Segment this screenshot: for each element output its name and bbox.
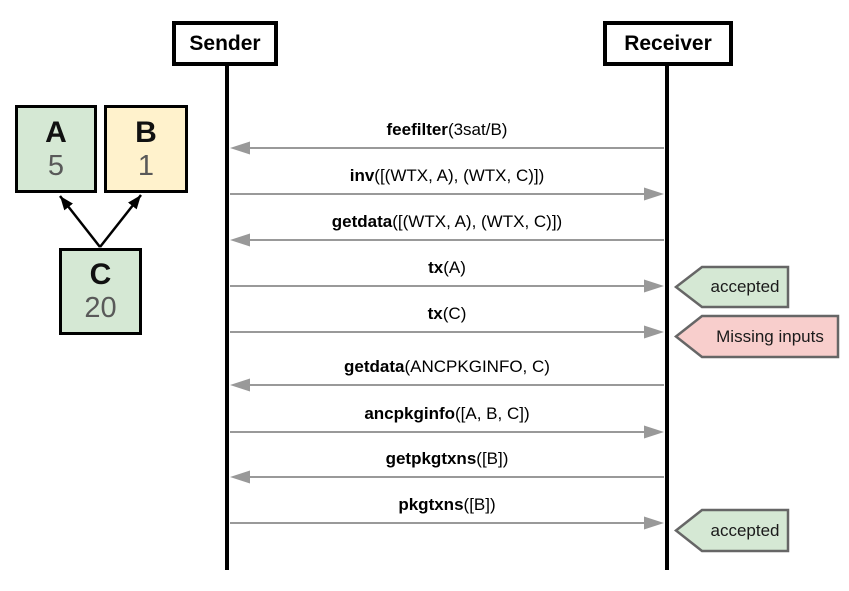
message-label: getdata([(WTX, A), (WTX, C)])	[230, 211, 664, 233]
message-name: tx	[427, 304, 443, 323]
message-args: ([(WTX, A), (WTX, C)])	[374, 166, 545, 185]
tx-node-b-value: 1	[137, 149, 155, 182]
tx-node-c: C 20	[59, 248, 142, 335]
arrowhead-right-icon	[644, 516, 664, 530]
status-tag-label: accepted	[710, 520, 780, 540]
tx-node-a-value: 5	[47, 149, 65, 182]
message-args: ([A, B, C])	[455, 404, 530, 423]
actor-receiver-label: Receiver	[624, 31, 712, 55]
arrowhead-right-icon	[644, 425, 664, 439]
message-label: getpkgtxns([B])	[230, 448, 664, 470]
arrowhead-left-icon	[230, 378, 250, 392]
tx-node-a-label: A	[45, 115, 67, 149]
rejected-tag-shape	[673, 314, 840, 359]
receiver-lifeline	[665, 66, 669, 570]
tx-node-b-label: B	[135, 115, 157, 149]
arrowhead-right-icon	[644, 325, 664, 339]
message-args: (A)	[443, 258, 466, 277]
actor-sender: Sender	[172, 21, 278, 66]
arrowhead-right-icon	[644, 279, 664, 293]
message-name: feefilter	[386, 120, 448, 139]
status-tag-label: accepted	[710, 277, 780, 296]
actor-receiver: Receiver	[603, 21, 733, 66]
message-label: inv([(WTX, A), (WTX, C)])	[230, 165, 664, 187]
tx-node-a: A 5	[15, 105, 97, 193]
message-args: ([(WTX, A), (WTX, C)])	[392, 212, 563, 231]
message-name: getpkgtxns	[385, 449, 477, 468]
message-label: feefilter(3sat/B)	[230, 119, 664, 141]
accepted-tag-shape	[673, 508, 790, 553]
actor-sender-label: Sender	[189, 31, 261, 55]
message-name: getdata	[344, 357, 405, 376]
status-tag-label: Missing inputs	[716, 326, 824, 346]
message-name: getdata	[331, 212, 393, 231]
message-args: (C)	[442, 304, 467, 323]
message-label: ancpkginfo([A, B, C])	[230, 403, 664, 425]
message-args: (3sat/B)	[447, 120, 508, 139]
message-label: pkgtxns([B])	[230, 494, 664, 516]
tx-node-c-value: 20	[84, 292, 117, 325]
arrowhead-left-icon	[230, 233, 250, 247]
message-name: inv	[349, 166, 375, 185]
arrowhead-left-icon	[230, 470, 250, 484]
tx-node-c-label: C	[89, 258, 112, 292]
arrowhead-left-icon	[230, 141, 250, 155]
message-label: getdata(ANCPKGINFO, C)	[230, 356, 664, 378]
accepted-tag-shape	[673, 265, 790, 309]
sender-lifeline	[225, 66, 229, 570]
message-args: (ANCPKGINFO, C)	[404, 357, 550, 376]
tx-graph-edge	[99, 194, 142, 248]
message-label: tx(A)	[230, 257, 664, 279]
arrowhead-right-icon	[644, 187, 664, 201]
message-args: ([B])	[476, 449, 509, 468]
message-name: ancpkginfo	[364, 404, 456, 423]
tx-graph-edge	[59, 195, 101, 248]
tx-node-b: B 1	[104, 105, 188, 193]
message-name: tx	[428, 258, 444, 277]
message-args: ([B])	[463, 495, 496, 514]
message-name: pkgtxns	[398, 495, 464, 514]
message-label: tx(C)	[230, 303, 664, 325]
